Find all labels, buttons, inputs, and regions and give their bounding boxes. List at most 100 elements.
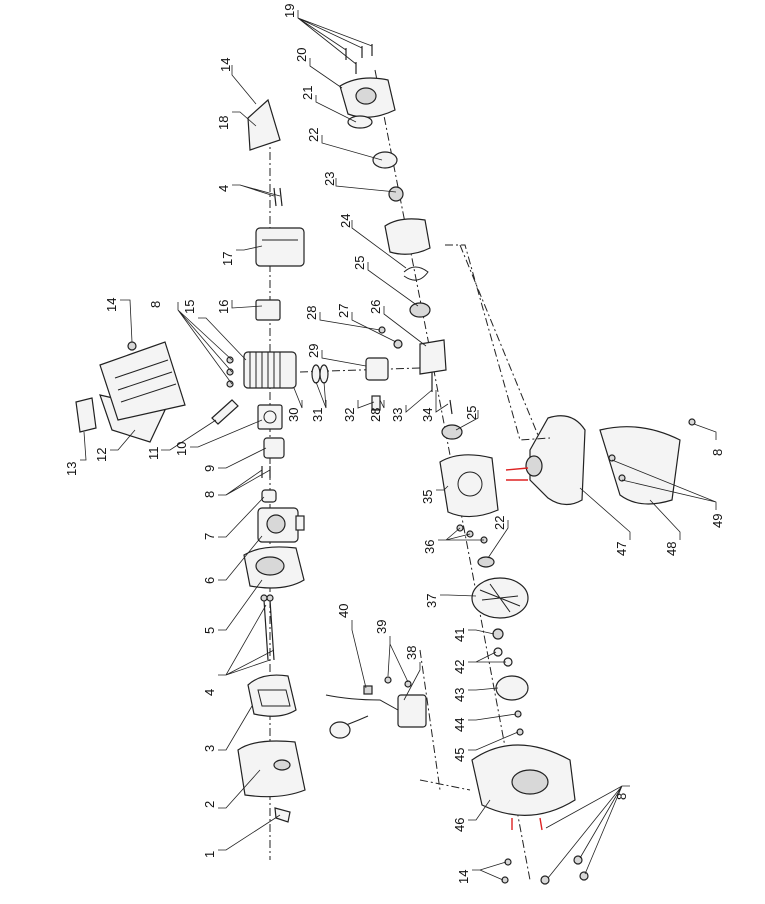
part-2-air-filter-cover bbox=[237, 740, 306, 798]
callout-2: 2 bbox=[202, 801, 217, 808]
part-22-bearing-b bbox=[388, 186, 404, 202]
part-18-muffler-cover bbox=[247, 98, 281, 151]
callout-7: 7 bbox=[202, 533, 217, 540]
part-24-spring bbox=[403, 266, 429, 281]
part-31-rings bbox=[311, 364, 329, 384]
part-43-starter-pulley bbox=[495, 675, 529, 701]
callout-39: 39 bbox=[374, 620, 389, 634]
callout-16: 16 bbox=[216, 300, 231, 314]
part-8-screws-mid bbox=[261, 466, 271, 478]
callout-37: 37 bbox=[424, 594, 439, 608]
part-14-shroud bbox=[99, 341, 186, 421]
part-9-insulator bbox=[263, 437, 285, 459]
part-7-gasket bbox=[261, 489, 277, 503]
part-21-gasket bbox=[347, 115, 373, 129]
callout-17: 17 bbox=[220, 252, 235, 266]
callout-13: 13 bbox=[64, 462, 79, 476]
part-8-frame-screws bbox=[608, 418, 696, 482]
callout-25: 25 bbox=[464, 406, 479, 420]
callout-19: 19 bbox=[282, 4, 297, 18]
callout-3: 3 bbox=[202, 745, 217, 752]
callout-8: 8 bbox=[614, 793, 629, 800]
part-34-key bbox=[449, 399, 453, 415]
part-5-filter-base bbox=[243, 546, 305, 589]
part-41-42-nut-washers bbox=[492, 628, 513, 667]
part-13-bracket bbox=[75, 397, 97, 433]
callout-14: 14 bbox=[104, 298, 119, 312]
callout-21: 21 bbox=[300, 86, 315, 100]
part-25-bearing-b bbox=[441, 424, 463, 440]
part-4-top-screws bbox=[273, 187, 283, 207]
part-3-filter-element bbox=[247, 674, 297, 717]
part-16-gasket bbox=[255, 299, 281, 321]
part-48-frame bbox=[599, 426, 681, 505]
callout-12: 12 bbox=[94, 448, 109, 462]
part-46-starter-housing bbox=[471, 744, 576, 831]
callout-11: 11 bbox=[146, 447, 161, 461]
part-10-gasket bbox=[257, 404, 283, 430]
callout-20: 20 bbox=[294, 48, 309, 62]
callout-18: 18 bbox=[216, 116, 231, 130]
callout-14: 14 bbox=[218, 58, 233, 72]
part-40-spark-wire bbox=[325, 685, 399, 739]
callout-48: 48 bbox=[664, 542, 679, 556]
ignition-line bbox=[419, 779, 471, 791]
callout-34: 34 bbox=[420, 408, 435, 422]
callout-22: 22 bbox=[492, 516, 507, 530]
part-37-flywheel bbox=[471, 577, 529, 619]
part-29-piston bbox=[365, 357, 389, 381]
part-1-clip bbox=[274, 807, 291, 823]
callout-45: 45 bbox=[452, 748, 467, 762]
callout-8: 8 bbox=[710, 449, 725, 456]
callout-14: 14 bbox=[456, 870, 471, 884]
part-15-cylinder bbox=[226, 351, 297, 389]
leader-lines bbox=[80, 10, 717, 881]
callout-8: 8 bbox=[202, 491, 217, 498]
callout-47: 47 bbox=[614, 542, 629, 556]
callout-10: 10 bbox=[174, 442, 189, 456]
part-17-muffler bbox=[255, 227, 305, 267]
part-22-bearing bbox=[372, 151, 398, 169]
part-23-clutch-housing bbox=[384, 218, 431, 255]
callout-46: 46 bbox=[452, 818, 467, 832]
callout-29: 29 bbox=[306, 344, 321, 358]
callout-24: 24 bbox=[338, 214, 353, 228]
part-44-45-screws bbox=[514, 710, 524, 736]
part-6-carburetor bbox=[257, 507, 305, 543]
callout-8: 8 bbox=[148, 301, 163, 308]
part-35-crankcase bbox=[439, 454, 499, 518]
callout-31: 31 bbox=[310, 408, 325, 422]
callout-42: 42 bbox=[452, 660, 467, 674]
callout-28: 28 bbox=[368, 408, 383, 422]
part-22-seal bbox=[477, 556, 495, 568]
callout-43: 43 bbox=[452, 688, 467, 702]
part-39-screws bbox=[384, 676, 412, 688]
callout-30: 30 bbox=[286, 408, 301, 422]
callout-28: 28 bbox=[304, 306, 319, 320]
callout-22: 22 bbox=[306, 128, 321, 142]
callout-23: 23 bbox=[322, 172, 337, 186]
callout-44: 44 bbox=[452, 718, 467, 732]
callout-15: 15 bbox=[182, 300, 197, 314]
callout-41: 41 bbox=[452, 628, 467, 642]
part-25-bearing bbox=[409, 302, 431, 318]
callout-40: 40 bbox=[336, 604, 351, 618]
callout-33: 33 bbox=[390, 408, 405, 422]
callout-32: 32 bbox=[342, 408, 357, 422]
part-26-crankshaft bbox=[419, 339, 447, 392]
callout-4: 4 bbox=[216, 185, 231, 192]
callout-4: 4 bbox=[202, 689, 217, 696]
callout-36: 36 bbox=[422, 540, 437, 554]
part-20-housing bbox=[339, 77, 396, 118]
callout-labels: 1 2 3 4 5 6 7 8 9 10 11 12 13 14 8 15 16… bbox=[64, 4, 725, 884]
callout-6: 6 bbox=[202, 577, 217, 584]
callout-49: 49 bbox=[710, 514, 725, 528]
callout-25: 25 bbox=[352, 256, 367, 270]
part-4-long-screws bbox=[260, 594, 275, 661]
part-38-ignition-coil bbox=[397, 694, 427, 728]
callout-35: 35 bbox=[420, 490, 435, 504]
callout-1: 1 bbox=[202, 851, 217, 858]
part-27-28-pin bbox=[378, 326, 403, 349]
callout-9: 9 bbox=[202, 465, 217, 472]
